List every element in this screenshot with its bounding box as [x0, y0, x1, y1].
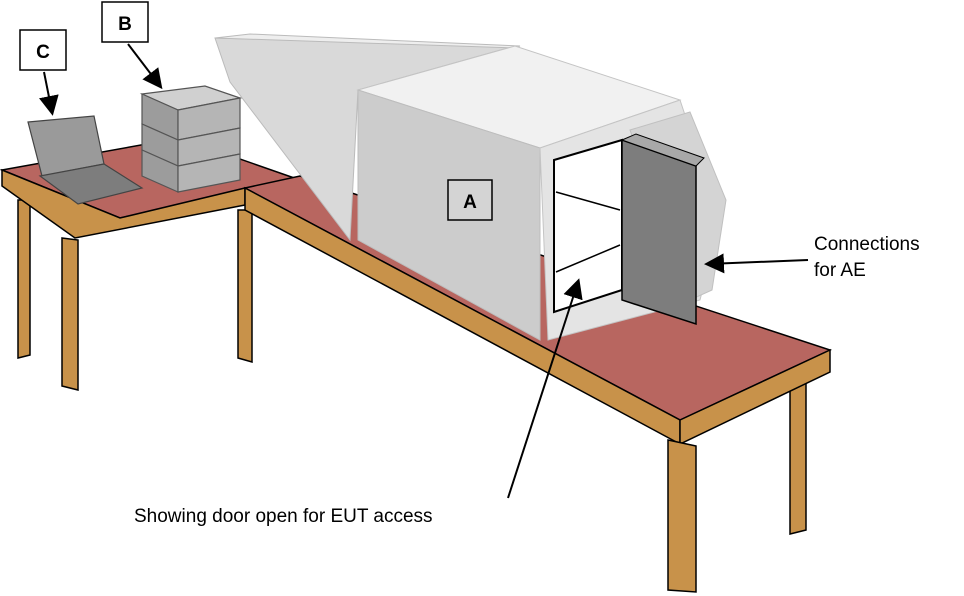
label-a: A [463, 192, 477, 213]
long-table-leg-back [789, 365, 807, 535]
equipment-stack [139, 85, 243, 193]
chamber-horn-top [214, 33, 521, 49]
label-b: B [118, 14, 132, 35]
chamber-door-edge [620, 133, 705, 167]
chamber-door-opening [553, 138, 623, 314]
label-c: C [36, 42, 50, 63]
door-opening-inner [555, 244, 621, 273]
small-table-leg-back-left [17, 199, 31, 359]
small-table-leg-front-right [237, 209, 253, 363]
laptop-base [38, 163, 144, 205]
arrow-c [39, 71, 59, 116]
door-caption: Showing door open for EUT access [134, 506, 433, 527]
long-table-edge-right [679, 348, 831, 446]
door-opening-shelf [555, 191, 621, 211]
label-b-box: B [101, 1, 149, 43]
arrow-b [127, 43, 163, 90]
chamber-door [621, 138, 697, 326]
shielded-chamber: A [214, 33, 727, 341]
long-table-leg-front [667, 439, 697, 593]
small-table-leg-front-left [61, 237, 79, 391]
label-a-box: A [447, 179, 493, 221]
arrow-connections [704, 253, 809, 274]
label-c-box: C [19, 29, 67, 71]
laptop [27, 115, 144, 205]
arrow-door [507, 278, 583, 499]
connections-caption-line2: for AE [814, 260, 866, 281]
connections-caption-line1: Connections [814, 234, 920, 255]
